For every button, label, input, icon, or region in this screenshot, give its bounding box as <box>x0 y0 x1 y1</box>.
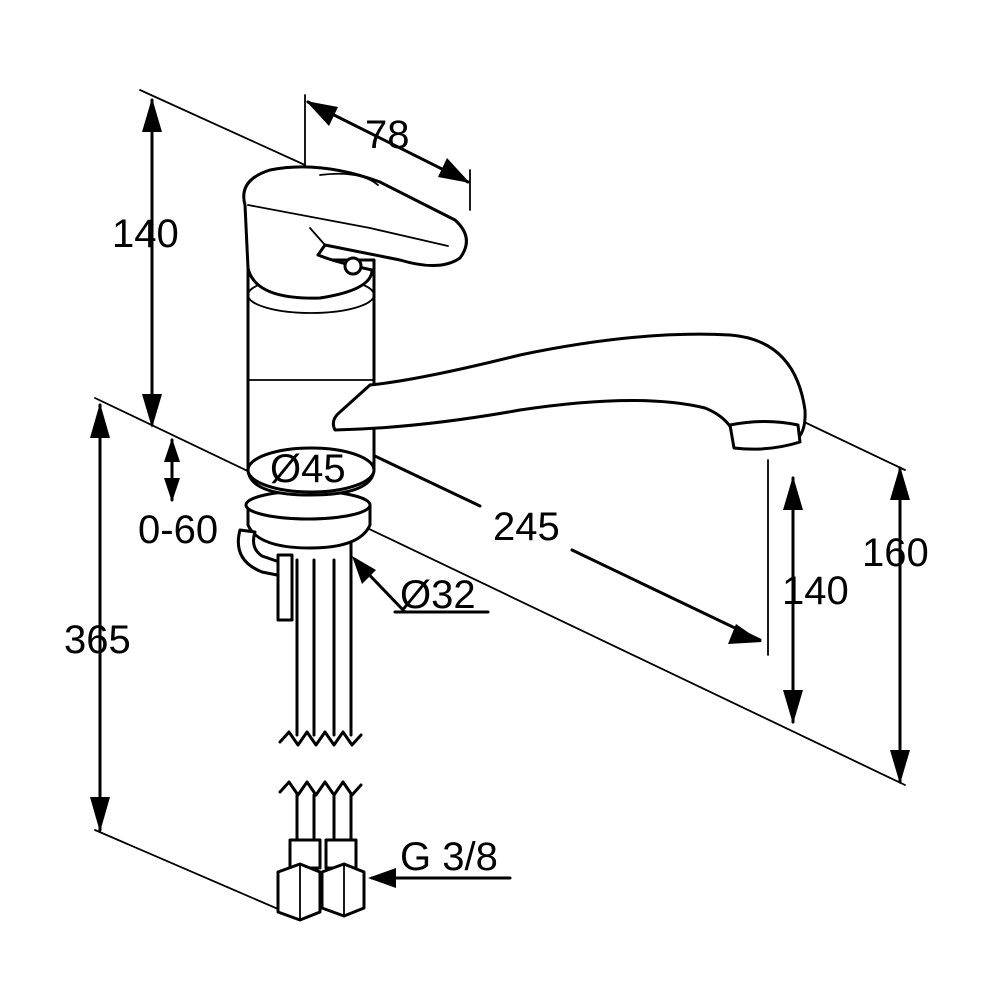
mounting-bolt <box>276 553 294 622</box>
label-spout-reach: 245 <box>493 505 560 549</box>
lever-edge <box>247 204 449 247</box>
arrow-up <box>90 403 110 438</box>
label-lever-height: 140 <box>112 212 179 256</box>
arrow-leader <box>352 556 376 584</box>
extension-line-spout-top <box>799 419 906 471</box>
extension-line-deck <box>94 397 906 786</box>
connection-nuts <box>276 838 366 922</box>
lever-underside <box>309 227 401 261</box>
lever-handle <box>242 165 468 300</box>
arrow-down <box>142 394 162 428</box>
arrow-up <box>164 438 180 462</box>
label-connection-thread: G 3/8 <box>400 835 498 879</box>
nut-left <box>276 862 322 922</box>
lever-highlight <box>319 172 379 186</box>
arrow-down <box>164 478 180 502</box>
label-adjust-range: 0-60 <box>138 508 218 552</box>
arrow-down <box>90 797 110 832</box>
supply-hoses <box>278 538 363 842</box>
arrow-right <box>438 158 470 183</box>
cap-screw-icon <box>343 256 363 276</box>
break-line-top <box>278 730 363 747</box>
arrow-up <box>142 98 162 132</box>
extension-line-bottom <box>94 829 286 913</box>
extension-lines <box>94 89 906 913</box>
arrow-down <box>783 690 803 724</box>
body-base-ring <box>246 446 376 494</box>
label-body-diameter: Ø45 <box>270 447 346 491</box>
spout-aerator <box>728 420 802 451</box>
arrow-left <box>306 101 338 126</box>
label-total-height: 365 <box>64 618 131 662</box>
dimension-labels: 78 140 Ø45 0-60 Ø32 245 365 140 160 G 3/… <box>64 113 929 879</box>
label-spout-clearance: 140 <box>782 569 849 613</box>
label-handle-width: 78 <box>365 113 410 157</box>
label-spout-height: 160 <box>862 531 929 575</box>
arrow-leader <box>368 868 396 888</box>
nut-left-upper <box>288 838 322 870</box>
faucet <box>236 165 807 922</box>
dim-line-handle-width <box>306 100 470 184</box>
arrow-right <box>728 624 762 644</box>
extension-line-top <box>139 89 306 166</box>
arrow-up <box>890 466 910 500</box>
arrow-down <box>890 750 910 784</box>
dimension-lines <box>90 98 910 888</box>
dim-line-spout-reach-b <box>570 548 762 642</box>
break-line-bottom <box>278 780 363 797</box>
label-hole-diameter: Ø32 <box>400 573 476 617</box>
arrow-up <box>783 476 803 510</box>
nut-right <box>320 862 366 918</box>
